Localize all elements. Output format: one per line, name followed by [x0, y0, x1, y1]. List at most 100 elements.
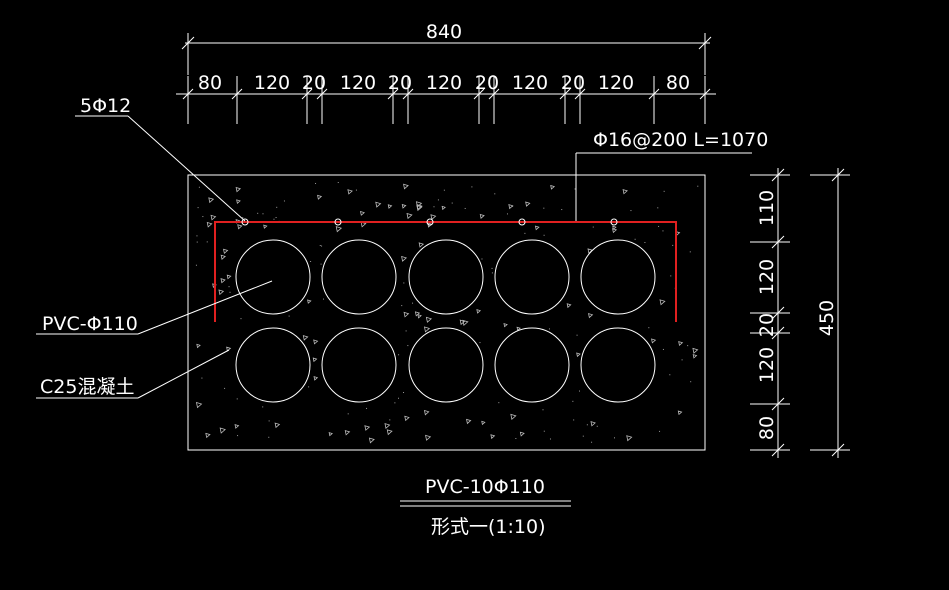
- segment-text: 20: [302, 72, 326, 94]
- hatch-triangle: [612, 225, 617, 231]
- hatch-dot: [228, 286, 230, 288]
- top-rebar-label: 5Φ12: [80, 95, 131, 117]
- hatch-dot: [403, 392, 405, 394]
- hatch-dot: [471, 186, 473, 188]
- segment-text: 120: [512, 72, 548, 94]
- hatch-dot: [672, 244, 674, 246]
- hatch-triangle: [692, 347, 699, 354]
- pvc-pipe-circle: [408, 239, 484, 315]
- hatch-triangle: [375, 201, 382, 208]
- title-underline: [400, 500, 571, 507]
- hatch-dot: [596, 425, 598, 427]
- hatch-dot: [586, 424, 588, 426]
- hatch-triangle: [360, 210, 365, 216]
- vertical-tick: [771, 168, 785, 182]
- hatch-dot: [242, 217, 244, 219]
- overall-height-text: 450: [816, 300, 838, 336]
- hatch-dot: [321, 245, 323, 247]
- drawing-title: PVC-10Φ110: [425, 476, 545, 498]
- hatch-dot: [366, 407, 368, 409]
- pvc-pipe-circle: [580, 327, 656, 403]
- segment-text: 80: [198, 72, 222, 94]
- hatch-dot: [198, 186, 200, 188]
- segment-tick: [316, 88, 328, 100]
- hatch-triangle: [414, 311, 421, 317]
- hatch-dot: [561, 209, 563, 211]
- pvc-pipes: [235, 239, 656, 403]
- hatch-dot: [310, 260, 312, 262]
- hatch-triangle: [347, 189, 353, 195]
- hatch-triangle: [481, 420, 486, 426]
- hatch-triangle: [519, 431, 525, 437]
- hatch-triangle: [418, 242, 425, 248]
- hatch-triangle: [466, 418, 472, 425]
- hatch-dot: [591, 441, 593, 443]
- segment-text: 80: [666, 72, 690, 94]
- hatch-triangle: [235, 186, 242, 193]
- vertical-tick: [771, 306, 785, 320]
- hatch-dot: [498, 402, 500, 404]
- segment-tick: [231, 88, 243, 100]
- hatch-triangle: [219, 427, 226, 434]
- concrete-section-outline: [187, 174, 706, 451]
- hatch-triangle: [237, 224, 243, 230]
- hatch-triangle: [384, 423, 391, 429]
- hatch-triangle: [423, 326, 431, 333]
- hatch-triangle: [416, 204, 423, 211]
- hatch-dot: [657, 207, 659, 209]
- hatch-triangle: [534, 225, 540, 231]
- hatch-dot: [644, 241, 646, 243]
- top-rebar-dot: [334, 218, 342, 226]
- segment-tick: [648, 88, 660, 100]
- hatch-dot: [670, 275, 672, 277]
- hatch-triangle: [626, 435, 633, 442]
- hatch-dot: [491, 267, 493, 269]
- hatch-dot: [240, 318, 242, 320]
- concrete-label: C25混凝土: [40, 376, 134, 398]
- hatch-dot: [315, 182, 317, 184]
- top-rebar-dot: [241, 218, 249, 226]
- pvc-pipe-circle: [494, 327, 570, 403]
- hatch-dot: [451, 202, 453, 204]
- vertical-dimension-ticks: [750, 168, 790, 457]
- hatch-dot: [196, 235, 198, 237]
- hatch-dot: [549, 438, 551, 440]
- hatch-triangle: [692, 354, 698, 359]
- pipe-label: PVC-Φ110: [42, 313, 138, 335]
- leader-pvc: [137, 280, 273, 335]
- hatch-triangle: [387, 204, 393, 209]
- hatch-dot: [237, 435, 239, 437]
- vertical-segment-text: 80: [756, 416, 778, 440]
- vertical-segment-text: 120: [756, 259, 778, 295]
- hatch-triangle: [406, 212, 413, 220]
- hatch-dot: [202, 216, 204, 218]
- hatch-dot: [236, 398, 238, 400]
- hatch-dot: [524, 232, 526, 234]
- segment-tick: [699, 88, 711, 100]
- segment-tick: [559, 88, 571, 100]
- hatch-dot: [275, 217, 277, 219]
- hatch-triangle: [205, 432, 211, 439]
- hatch-triangle: [459, 319, 466, 326]
- hatch-triangle: [208, 197, 215, 204]
- segment-text: 20: [475, 72, 499, 94]
- concrete-hatch-pattern: [195, 182, 699, 444]
- segment-tick: [387, 88, 399, 100]
- hatch-triangle: [195, 401, 203, 409]
- segment-dimension-ticks: [182, 76, 711, 124]
- hatch-dot: [407, 345, 409, 347]
- hatch-dot: [648, 327, 650, 329]
- hatch-triangle: [476, 309, 482, 314]
- hatch-triangle: [425, 316, 433, 323]
- hatch-triangle: [423, 409, 430, 416]
- vertical-tick: [771, 443, 785, 457]
- hatch-triangle: [196, 343, 201, 349]
- hatch-triangle: [425, 434, 432, 441]
- leader-5phi12: [127, 115, 246, 222]
- hatch-triangle: [462, 319, 469, 327]
- hatch-triangle: [236, 199, 241, 205]
- hatch-dot: [197, 207, 199, 209]
- hatch-dot: [582, 435, 584, 437]
- hatch-dot: [592, 226, 594, 228]
